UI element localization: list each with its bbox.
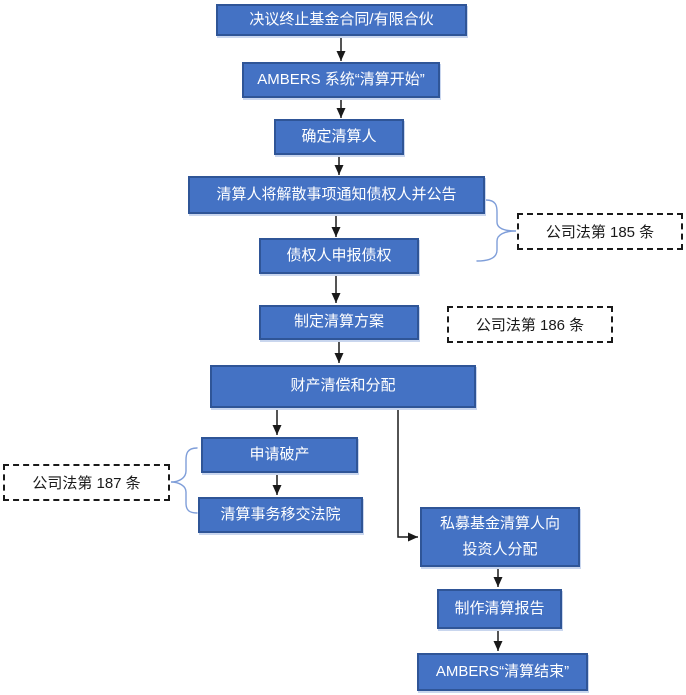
node-label: AMBERS“清算结束” (435, 662, 570, 680)
node-label: 债权人申报债权 (286, 246, 392, 264)
note-label: 公司法第 187 条 (32, 475, 141, 492)
note-company-law-186: 公司法第 186 条 (447, 306, 613, 343)
connector-arrows (272, 36, 503, 651)
node-label: 确定清算人 (301, 127, 377, 145)
node-label: 财产清偿和分配 (290, 377, 396, 395)
node-resolve-termination: 决议终止基金合同/有限合伙 (216, 4, 467, 36)
brace-law-185 (476, 199, 517, 262)
node-determine-liquidator: 确定清算人 (274, 119, 404, 155)
node-label: AMBERS 系统“清算开始” (257, 70, 425, 88)
node-label: 清算事务移交法院 (220, 505, 341, 523)
node-transfer-to-court: 清算事务移交法院 (198, 497, 363, 533)
note-label: 公司法第 185 条 (545, 224, 655, 241)
brace-layer (170, 199, 517, 514)
node-label: 清算人将解散事项通知债权人并公告 (216, 185, 457, 203)
node-ambers-liquidation-end: AMBERS“清算结束” (417, 653, 588, 691)
node-label: 制定清算方案 (293, 313, 384, 331)
node-label-line1: 私募基金清算人向 (439, 515, 560, 532)
node-notify-creditors: 清算人将解散事项通知债权人并公告 (188, 176, 485, 214)
note-company-law-187: 公司法第 187 条 (3, 464, 170, 501)
node-asset-settlement-distribution: 财产清偿和分配 (210, 365, 476, 408)
node-ambers-liquidation-start: AMBERS 系统“清算开始” (242, 62, 440, 98)
node-distribute-to-investors: 私募基金清算人向 投资人分配 (420, 507, 580, 567)
node-creditors-declare-claims: 债权人申报债权 (259, 238, 419, 274)
connector-n7-n10 (382, 408, 418, 542)
brace-law-187 (170, 447, 198, 514)
node-liquidation-report: 制作清算报告 (437, 589, 562, 629)
note-company-law-185: 公司法第 185 条 (517, 213, 683, 250)
node-label: 制作清算报告 (454, 599, 545, 617)
node-label-line2: 投资人分配 (462, 541, 538, 558)
node-label: 申请破产 (249, 445, 310, 463)
note-label: 公司法第 186 条 (475, 317, 585, 334)
node-liquidation-plan: 制定清算方案 (259, 305, 419, 340)
node-label: 决议终止基金合同/有限合伙 (249, 10, 434, 28)
node-apply-bankruptcy: 申请破产 (201, 437, 358, 473)
